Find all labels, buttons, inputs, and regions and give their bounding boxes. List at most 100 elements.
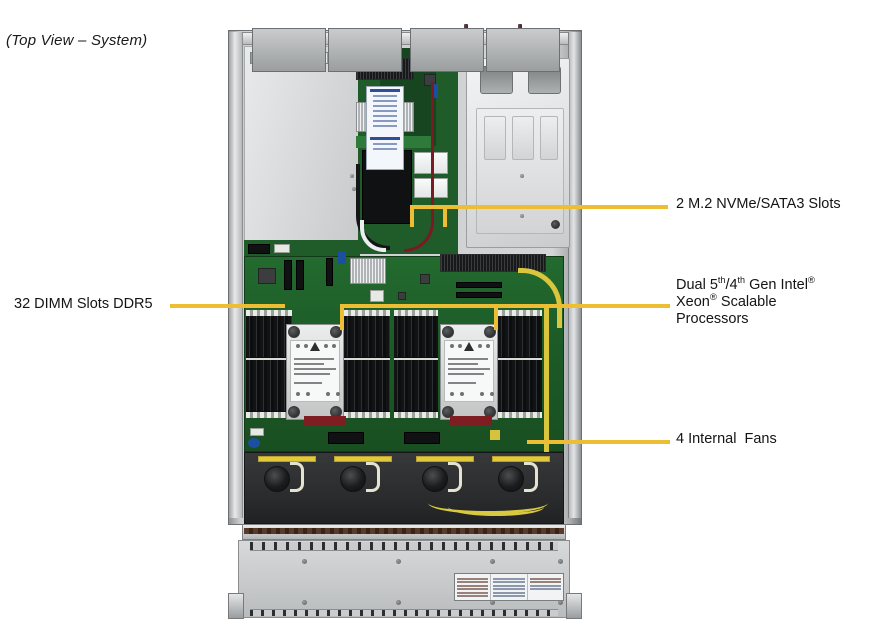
- dimm-bank-b: [246, 358, 292, 412]
- io-connector-white: [274, 244, 290, 253]
- fan-warning-sticker: [334, 456, 392, 462]
- dimm-bank-c: [344, 314, 390, 358]
- spec-column: [528, 574, 563, 600]
- power-header: [304, 416, 346, 425]
- cpu-line2-a: Xeon: [676, 294, 710, 310]
- fan-1-rotor: [264, 466, 290, 492]
- leader-line-dimm: [170, 304, 285, 308]
- callout-cpu: Dual 5th/4th Gen Intel® Xeon® Scalable P…: [676, 275, 876, 328]
- fan-warning-sticker: [492, 456, 550, 462]
- shroud-emboss: [512, 116, 534, 160]
- callout-cpu-line-2: Xeon® Scalable: [676, 293, 876, 311]
- dimm-bank-a: [246, 314, 292, 358]
- front-panel-screw: [558, 559, 563, 564]
- fan-2-rotor: [340, 466, 366, 492]
- battery-socket: [370, 290, 384, 302]
- fan-3-rotor: [422, 466, 448, 492]
- rack-ear-right: [566, 593, 582, 619]
- figure-caption: (Top View – System): [6, 32, 148, 49]
- dimm-clip-row: [344, 310, 390, 316]
- front-panel-bottom-vent: [250, 609, 558, 616]
- cpu-line1-sup-a: th: [717, 275, 726, 286]
- cpu-marker: [306, 392, 310, 396]
- cpu-marker: [326, 392, 330, 396]
- fan-header: [250, 428, 264, 436]
- cpu-marker: [486, 344, 490, 348]
- cpu-marker: [296, 344, 300, 348]
- front-panel-screw: [396, 559, 401, 564]
- bmc-module-label: [366, 86, 404, 170]
- mobo-chip: [420, 274, 430, 284]
- io-connector: [248, 244, 270, 254]
- cpu-screw: [330, 326, 342, 338]
- warning-triangle-icon: [464, 342, 474, 351]
- cpu-marker: [304, 344, 308, 348]
- callout-cpu-line-1: Dual 5th/4th Gen Intel®: [676, 275, 876, 294]
- callout-dimm-slots-text: 32 DIMM Slots DDR5: [14, 296, 153, 312]
- cpu-label-text: [294, 382, 322, 384]
- cpu-line1-c: Gen Intel: [745, 277, 808, 293]
- shroud-emboss: [484, 116, 506, 160]
- dimm-bank-g: [498, 314, 542, 358]
- cpu-marker: [324, 344, 328, 348]
- leader-line-m2-horizontal: [410, 205, 668, 209]
- pcie-slot: [284, 260, 292, 290]
- sata-block: [404, 432, 440, 444]
- fan-cable: [448, 498, 544, 516]
- fan-2-handle[interactable]: [366, 462, 380, 492]
- leader-line-cpu-horizontal: [340, 304, 670, 308]
- front-panel-screw: [490, 600, 495, 605]
- fan-module-3: [410, 28, 484, 72]
- fan-3-handle[interactable]: [448, 462, 462, 492]
- fan-1-handle[interactable]: [290, 462, 304, 492]
- dimm-clip-row: [498, 412, 542, 418]
- leader-line-m2-stub-right: [443, 205, 447, 227]
- cpu-marker: [336, 392, 340, 396]
- fan-module-1: [252, 28, 326, 72]
- callout-internal-fans-text: 4 Internal Fans: [676, 431, 777, 447]
- chassis-right-rail: [568, 32, 581, 518]
- front-panel-screw: [490, 559, 495, 564]
- cpu-label-text: [294, 373, 330, 375]
- pcie-slot: [326, 258, 333, 286]
- fan-4-handle[interactable]: [524, 462, 538, 492]
- mobo-chip: [258, 268, 276, 284]
- cpu-line1-a: Dual 5: [676, 277, 718, 293]
- sata-block: [328, 432, 364, 444]
- pcie-slot: [296, 260, 304, 290]
- chassis-screw: [350, 174, 354, 178]
- cpu-label-text: [294, 363, 324, 365]
- dimm-clip-row: [246, 310, 292, 316]
- leader-line-m2-stub-left: [410, 205, 414, 227]
- callout-dimm-slots: 32 DIMM Slots DDR5: [14, 296, 153, 313]
- m2-slot: [456, 282, 502, 288]
- pch-heatsink: [350, 258, 386, 284]
- cpu-marker: [478, 344, 482, 348]
- m2-slot: [456, 292, 502, 298]
- dimm-clip-row: [394, 310, 438, 316]
- front-panel-screw: [302, 559, 307, 564]
- power-header: [450, 416, 492, 425]
- rack-ear-left: [228, 593, 244, 619]
- callout-m2-slots: 2 M.2 NVMe/SATA3 Slots: [676, 196, 841, 213]
- yellow-header: [490, 430, 500, 440]
- leader-line-cpu-stub-2: [494, 304, 498, 330]
- dimm-bank-h: [498, 358, 542, 412]
- dimm-clip-row: [498, 310, 542, 316]
- callout-internal-fans: 4 Internal Fans: [676, 431, 777, 448]
- shroud-emboss: [540, 116, 558, 160]
- callout-cpu-line-3: Processors: [676, 311, 749, 327]
- leader-line-cpu-stub-1: [340, 304, 344, 330]
- dimm-clip-row: [394, 412, 438, 418]
- cpu-label-text: [448, 368, 490, 370]
- cpu-line1-sup-b: th: [737, 275, 746, 286]
- spec-column: [455, 574, 492, 600]
- blue-header: [433, 84, 438, 98]
- cpu-marker: [332, 344, 336, 348]
- cpu-screw: [288, 406, 300, 418]
- backplane-connectors: [244, 528, 564, 534]
- shroud-screw: [520, 214, 524, 218]
- dimm-clip-row: [344, 412, 390, 418]
- mobo-chip: [398, 292, 406, 300]
- cpu-label-text: [448, 358, 488, 360]
